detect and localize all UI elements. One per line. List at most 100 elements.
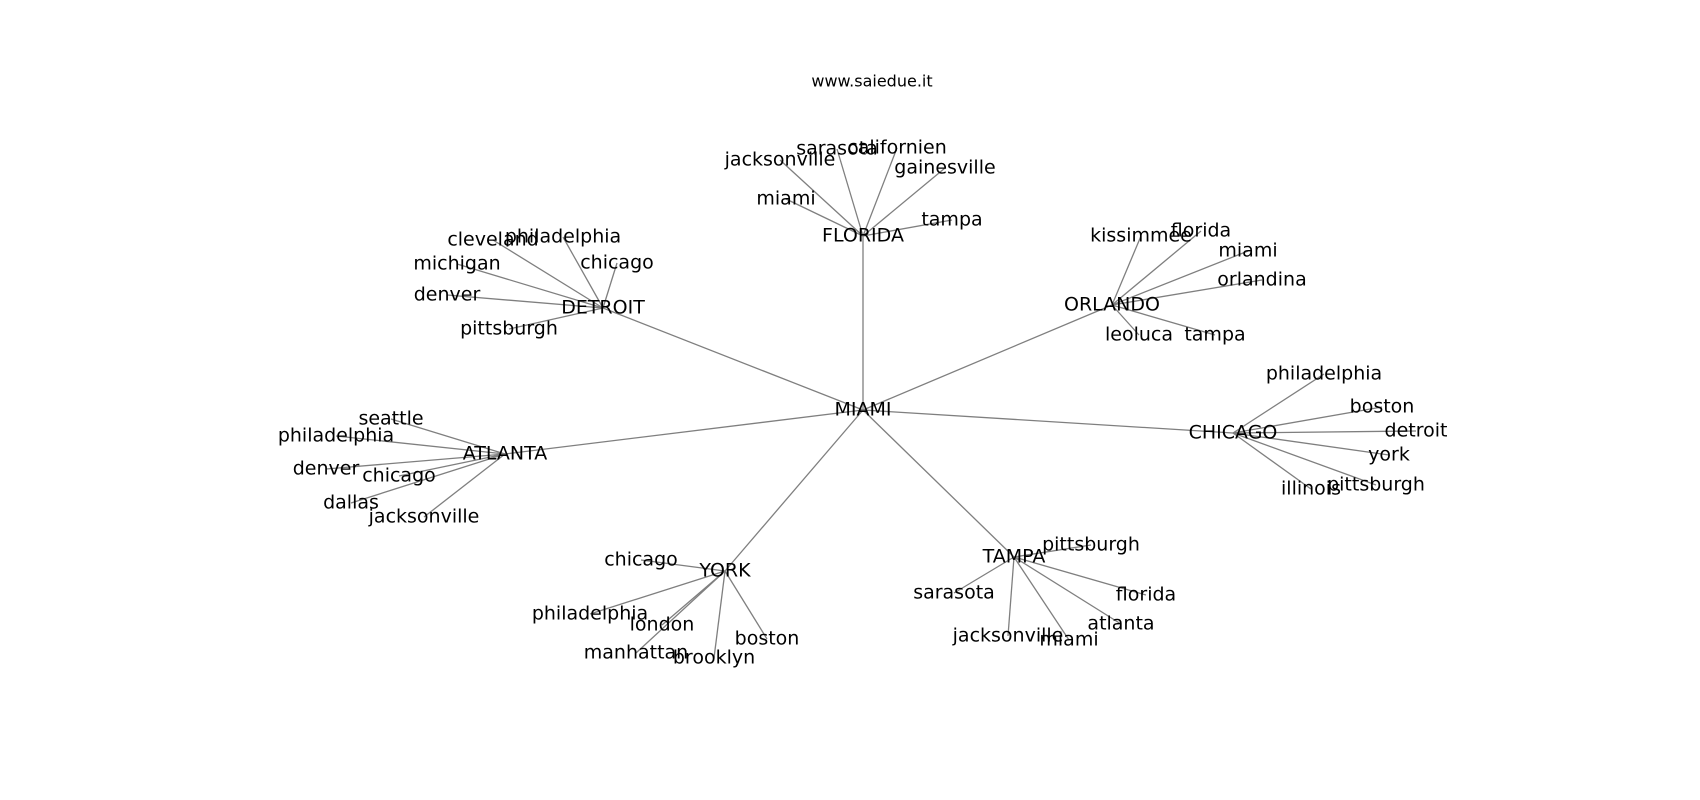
edge-orlando-tampa [1111,304,1216,336]
edge-root-detroit [602,307,864,411]
leaf-node-york-london: london [630,614,695,636]
edge-florida-tampa [862,219,953,237]
leaf-node-atlanta-seattle: seattle [358,408,423,430]
leaf-node-orlando-kissimmee: kissimmee [1090,225,1192,247]
edge-orlando-miami [1111,250,1249,306]
edge-root-orlando [862,304,1113,411]
leaf-node-chicago-illinois: illinois [1281,478,1341,500]
credit-text: www.saiedue.it [811,72,932,91]
leaf-node-orlando-orlandina: orlandina [1217,269,1306,291]
edge-york-brooklyn [713,570,726,659]
leaf-node-york-brooklyn: brooklyn [673,647,755,669]
edge-york-philadelphia [589,570,726,615]
leaf-node-orlando-leoluca: leoluca [1105,324,1173,346]
leaf-node-orlando-florida: florida [1171,220,1231,242]
edge-orlando-kissimmee [1111,235,1142,306]
edge-detroit-chicago [602,262,618,309]
leaf-node-florida-gainesville: gainesville [894,157,995,179]
leaf-node-florida-miami: miami [756,188,815,210]
edge-atlanta-denver [325,453,506,470]
edge-york-chicago [640,559,726,572]
leaf-node-florida-sarasota: sarasota [796,138,878,160]
labels-layer: jacksonvillesarasotacaliforniengainesvil… [278,137,1448,669]
leaf-node-york-philadelphia: philadelphia [532,603,648,625]
leaf-node-florida-tampa: tampa [921,209,982,231]
leaf-node-atlanta-dallas: dallas [323,492,379,514]
leaf-node-chicago-pittsburgh: pittsburgh [1327,474,1425,496]
leaf-node-atlanta-jacksonville: jacksonville [368,506,480,528]
leaf-node-tampa-florida: florida [1116,584,1176,606]
edge-orlando-florida [1111,230,1202,306]
leaf-node-tampa-jacksonville: jacksonville [952,625,1064,647]
leaf-node-york-boston: boston [735,628,800,650]
edge-chicago-boston [1232,406,1383,434]
leaf-node-florida-californien: californien [847,137,947,159]
edge-york-boston [724,570,768,640]
edge-root-tampa [862,409,1015,558]
edge-florida-miami [785,198,864,237]
hub-node-florida: FLORIDA [822,225,904,247]
edge-chicago-philadelphia [1232,373,1325,434]
leaf-node-detroit-michigan: michigan [413,253,500,275]
hub-node-detroit: DETROIT [561,297,645,319]
leaf-node-chicago-detroit: detroit [1385,420,1448,442]
leaf-node-atlanta-denver: denver [293,458,360,480]
leaf-node-chicago-philadelphia: philadelphia [1266,363,1382,385]
edge-florida-sarasota [836,148,864,237]
leaf-node-tampa-sarasota: sarasota [913,582,995,604]
leaf-node-detroit-denver: denver [414,284,481,306]
edge-chicago-york [1232,432,1390,456]
edge-orlando-orlandina [1111,279,1263,306]
edge-tampa-florida [1013,556,1147,596]
edge-florida-californien [862,147,898,237]
edge-atlanta-dallas [350,453,506,504]
leaf-node-orlando-miami: miami [1218,240,1277,262]
edges-layer [325,147,1417,659]
leaf-node-atlanta-philadelphia: philadelphia [278,425,394,447]
edge-atlanta-chicago [398,453,506,477]
leaf-node-detroit-cleveland: cleveland [447,229,538,251]
edge-root-atlanta [504,409,864,455]
edge-detroit-cleveland [492,239,604,309]
edge-tampa-pittsburgh [1013,544,1092,558]
edge-atlanta-seattle [390,418,506,455]
edge-detroit-denver [446,294,604,309]
leaf-node-york-chicago: chicago [604,549,678,571]
root-node-miami: MIAMI [835,399,892,421]
leaf-node-tampa-atlanta: atlanta [1087,613,1154,635]
leaf-node-tampa-pittsburgh: pittsburgh [1042,534,1140,556]
edge-atlanta-jacksonville [423,453,506,518]
leaf-node-york-manhattan: manhattan [584,642,688,664]
edge-orlando-leoluca [1111,304,1140,336]
leaf-node-detroit-philadelphia: philadelphia [505,226,621,248]
edge-tampa-miami [1013,556,1070,641]
leaf-node-orlando-tampa: tampa [1184,324,1245,346]
leaf-node-chicago-boston: boston [1350,396,1415,418]
edge-root-chicago [862,409,1234,434]
hub-node-chicago: CHICAGO [1189,422,1278,444]
leaf-node-florida-jacksonville: jacksonville [724,149,836,171]
leaf-node-tampa-miami: miami [1039,629,1098,651]
edge-york-manhattan [635,570,726,654]
hub-node-york: YORK [698,560,751,582]
hub-node-tampa: TAMPA [982,546,1046,568]
edge-florida-gainesville [862,167,946,237]
edge-tampa-atlanta [1013,556,1122,625]
edge-tampa-sarasota [953,556,1015,594]
leaf-node-atlanta-chicago: chicago [362,465,436,487]
leaf-node-detroit-pittsburgh: pittsburgh [460,318,558,340]
hub-node-orlando: ORLANDO [1064,294,1160,316]
edge-chicago-illinois [1232,432,1312,490]
edge-detroit-pittsburgh [508,307,604,330]
hub-node-atlanta: ATLANTA [463,443,548,465]
edge-florida-jacksonville [779,159,864,237]
edge-chicago-pittsburgh [1232,432,1377,486]
edge-detroit-philadelphia [562,236,604,309]
leaf-node-chicago-york: york [1368,444,1410,466]
edge-root-york [724,409,864,572]
leaf-node-detroit-chicago: chicago [580,252,654,274]
edge-tampa-jacksonville [1007,556,1015,637]
edge-atlanta-philadelphia [335,435,506,455]
edge-detroit-michigan [456,263,604,309]
